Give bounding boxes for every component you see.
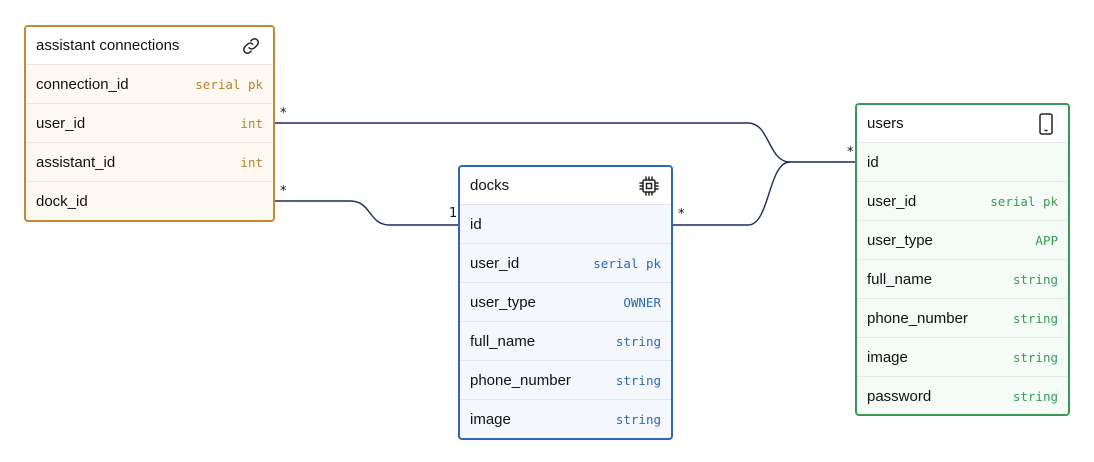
- field-type: APP: [1035, 232, 1058, 248]
- field-name: phone_number: [470, 371, 571, 389]
- field-row[interactable]: password string: [857, 376, 1068, 414]
- field-row[interactable]: full_name string: [460, 321, 671, 360]
- field-type: string: [615, 333, 661, 349]
- field-name: id: [867, 153, 879, 171]
- field-type: int: [240, 115, 263, 131]
- field-row[interactable]: assistant_id int: [26, 142, 273, 181]
- field-type: serial pk: [990, 193, 1058, 209]
- field-row[interactable]: image string: [857, 337, 1068, 376]
- cardinality-label: *: [678, 207, 685, 222]
- table-header[interactable]: assistant connections: [26, 27, 273, 64]
- table-users[interactable]: users id user_id serial pk user_type APP…: [855, 103, 1070, 416]
- table-assistant-connections[interactable]: assistant connections connection_id seri…: [24, 25, 275, 222]
- cardinality-label: 1: [449, 206, 458, 221]
- wire-docks-id-to-users-id: [667, 161, 791, 226]
- field-name: user_id: [470, 254, 520, 272]
- table-header[interactable]: users: [857, 105, 1068, 142]
- table-docks[interactable]: docks id user_id serial pk user_type OWN…: [458, 165, 673, 440]
- field-name: user_id: [36, 114, 86, 132]
- cardinality-label: *: [280, 184, 287, 199]
- field-name: user_id: [867, 192, 917, 210]
- wire-assistant-dock-to-docks-id: [269, 200, 462, 226]
- table-title: docks: [470, 177, 510, 194]
- field-name: password: [867, 387, 932, 405]
- field-row[interactable]: user_id serial pk: [460, 243, 671, 282]
- table-title: users: [867, 115, 904, 132]
- field-type: int: [240, 154, 263, 170]
- field-name: image: [867, 348, 908, 366]
- field-name: connection_id: [36, 75, 129, 93]
- field-row[interactable]: user_id int: [26, 103, 273, 142]
- phone-icon: [1034, 112, 1058, 136]
- field-name: full_name: [470, 332, 536, 350]
- field-name: user_type: [470, 293, 536, 311]
- field-type: serial pk: [195, 76, 263, 92]
- field-name: user_type: [867, 231, 933, 249]
- field-row[interactable]: connection_id serial pk: [26, 64, 273, 103]
- field-row[interactable]: full_name string: [857, 259, 1068, 298]
- field-name: phone_number: [867, 309, 968, 327]
- table-header[interactable]: docks: [460, 167, 671, 204]
- field-type: string: [1012, 388, 1058, 404]
- field-row[interactable]: user_id serial pk: [857, 181, 1068, 220]
- field-name: assistant_id: [36, 153, 116, 171]
- field-row[interactable]: user_type OWNER: [460, 282, 671, 321]
- field-name: id: [470, 215, 482, 233]
- field-type: string: [615, 411, 661, 427]
- field-row[interactable]: image string: [460, 399, 671, 438]
- field-name: dock_id: [36, 192, 88, 210]
- field-type: string: [1012, 271, 1058, 287]
- field-name: image: [470, 410, 511, 428]
- field-type: string: [1012, 349, 1058, 365]
- field-row[interactable]: phone_number string: [460, 360, 671, 399]
- field-type: string: [615, 372, 661, 388]
- field-row[interactable]: user_type APP: [857, 220, 1068, 259]
- field-row[interactable]: id: [460, 204, 671, 243]
- field-row[interactable]: id: [857, 142, 1068, 181]
- field-type: serial pk: [593, 255, 661, 271]
- field-row[interactable]: phone_number string: [857, 298, 1068, 337]
- link-icon: [239, 34, 263, 58]
- table-title: assistant connections: [36, 37, 180, 54]
- cardinality-label: *: [847, 145, 854, 160]
- cardinality-label: *: [280, 106, 287, 121]
- field-row[interactable]: dock_id: [26, 181, 273, 220]
- field-type: OWNER: [623, 294, 661, 310]
- wire-assistant-user-to-users-id: [269, 122, 860, 163]
- chip-icon: [637, 174, 661, 198]
- field-type: string: [1012, 310, 1058, 326]
- field-name: full_name: [867, 270, 933, 288]
